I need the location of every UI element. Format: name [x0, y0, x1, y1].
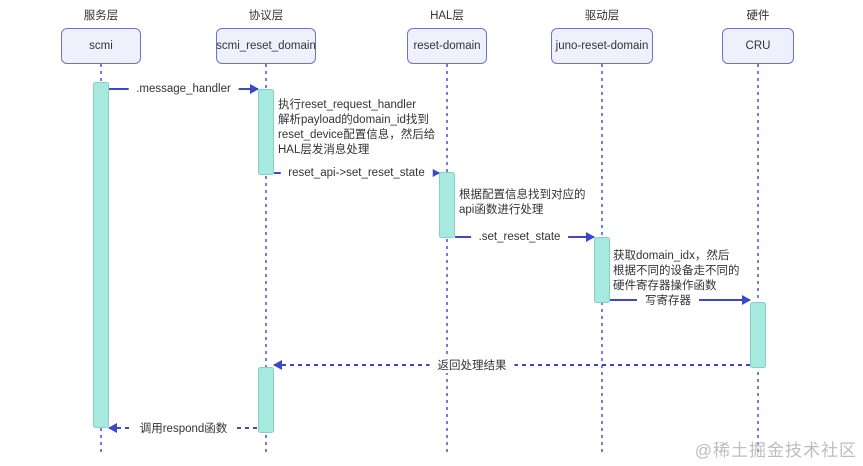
participant-box-juno-reset-domain: juno-reset-domain	[551, 28, 653, 64]
activation-bar-scmi-main	[93, 82, 109, 428]
note-protocol: 执行reset_request_handler 解析payload的domain_…	[278, 98, 435, 158]
message-label-message-handler: .message_handler	[128, 83, 239, 95]
participant-box-scmi: scmi	[61, 28, 141, 64]
note-driver-line-1: 获取domain_idx，然后	[613, 250, 730, 262]
message-label-set-reset-state: .set_reset_state	[470, 231, 569, 243]
activation-bar-protocol-handle	[258, 89, 274, 175]
note-hal-line-1: 根据配置信息找到对应的	[459, 189, 586, 201]
message-write-register: 写寄存器	[610, 292, 751, 308]
note-driver: 获取domain_idx，然后根据不同的设备走不同的硬件寄存器操作函数	[613, 249, 740, 294]
activation-bar-driver-handle	[594, 237, 610, 303]
layer-label-cru: 硬件	[746, 10, 770, 22]
note-protocol-line-1: 执行reset_request_handler	[278, 99, 417, 111]
arrowhead-right-icon	[250, 84, 259, 94]
participant-box-scmi-reset-domain: scmi_reset_domain	[216, 28, 316, 64]
activation-bar-cru-handle	[750, 302, 766, 368]
message-label-call-respond: 调用respond函数	[131, 420, 236, 436]
activation-bar-protocol-respond	[258, 367, 274, 433]
lifeline-scmi-reset-domain	[265, 64, 267, 456]
layer-label-juno-reset-domain: 驱动层	[584, 10, 620, 22]
participant-box-reset-domain: reset-domain	[407, 28, 487, 64]
activation-bar-hal-handle	[439, 172, 455, 238]
lifeline-reset-domain	[446, 64, 448, 456]
message-call-respond: 调用respond函数	[108, 420, 258, 436]
arrowhead-right-icon	[431, 168, 440, 178]
note-hal-line-2: api函数进行处理	[459, 204, 544, 216]
message-label-reset-api-call: reset_api->set_reset_state	[280, 167, 433, 179]
note-protocol-line-3: reset_device配置信息，然后给	[278, 129, 436, 141]
note-driver-line-2: 根据不同的设备走不同的	[613, 265, 740, 277]
arrowhead-right-icon	[586, 232, 595, 242]
lifeline-cru	[757, 64, 759, 456]
note-protocol-line-2: 解析payload的domain_id找到	[278, 114, 429, 126]
note-hal: 根据配置信息找到对应的 api函数进行处理	[459, 188, 586, 218]
message-return-result: 返回处理结果	[273, 357, 750, 373]
layer-label-scmi: 服务层	[83, 10, 119, 22]
message-reset-api-call: reset_api->set_reset_state	[274, 167, 440, 179]
message-message-handler: .message_handler	[109, 83, 259, 95]
message-label-return-result: 返回处理结果	[429, 357, 515, 373]
layer-label-scmi-reset-domain: 协议层	[248, 10, 284, 22]
note-protocol-line-4: HAL层发消息处理	[278, 144, 370, 156]
arrowhead-left-icon	[108, 423, 117, 433]
arrowhead-left-icon	[273, 360, 282, 370]
layer-label-reset-domain: HAL层	[430, 10, 464, 22]
watermark-text: @稀土掘金技术社区	[694, 441, 857, 460]
note-driver-line-3: 硬件寄存器操作函数	[613, 280, 717, 292]
message-set-reset-state: .set_reset_state	[455, 231, 595, 243]
participant-box-cru: CRU	[722, 28, 794, 64]
arrowhead-right-icon	[742, 295, 751, 305]
message-label-write-register: 写寄存器	[637, 292, 699, 308]
